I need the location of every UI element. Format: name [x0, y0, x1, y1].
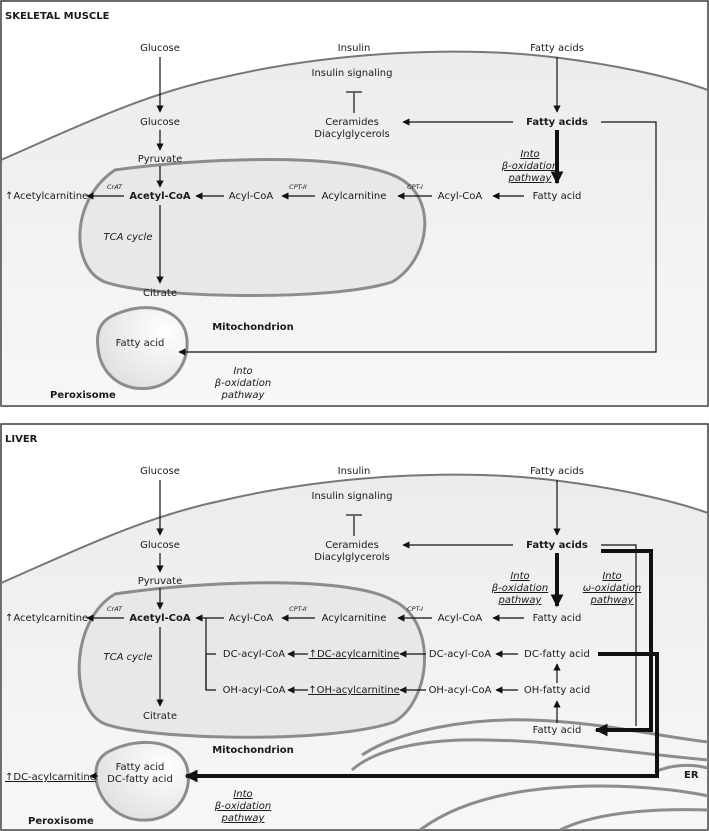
pyruvate-label: Pyruvate [138, 576, 183, 587]
cpt1-label: CPT-I [407, 183, 423, 191]
insulin-label: Insulin [338, 466, 371, 477]
panel-title: LIVER [5, 434, 38, 445]
acetyl-coa-label: Acetyl-CoA [129, 191, 191, 202]
into-beta-line1: Into [510, 571, 529, 582]
pyruvate-label: Pyruvate [138, 154, 183, 165]
perox-into-line3: pathway [221, 813, 266, 824]
glucose-top-label: Glucose [140, 466, 180, 477]
perox-into-line1: Into [233, 789, 252, 800]
into-omega-line3: pathway [590, 595, 635, 606]
acetylcarnitine-label: ↑Acetylcarnitine [5, 613, 88, 624]
oh-acyl-coa-right-label: OH-acyl-CoA [429, 685, 492, 696]
fatty-acids-top-label: Fatty acids [530, 43, 584, 54]
crat-label: CrAT [107, 183, 123, 191]
into-beta-line2: β-oxidation [491, 583, 548, 594]
fatty-acid-label: Fatty acid [533, 613, 582, 624]
citrate-label: Citrate [143, 711, 177, 722]
glucose-top-label: Glucose [140, 43, 180, 54]
mitochondrion-label: Mitochondrion [212, 745, 294, 756]
ceramides-label: Ceramides [325, 117, 379, 128]
peroxisome-fatty-acid-label: Fatty acid [116, 338, 165, 349]
skeletal-muscle-panel: SKELETAL MUSCLE Glucose Insulin Fatty ac… [0, 0, 709, 407]
mitochondrion-label: Mitochondrion [212, 322, 294, 333]
into-beta-line2: β-oxidation [501, 161, 558, 172]
perox-into-line2: β-oxidation [214, 378, 271, 389]
perox-into-line1: Into [233, 366, 252, 377]
peroxisome-dc-fatty-acid-label: DC-fatty acid [107, 774, 173, 785]
insulin-signaling-label: Insulin signaling [312, 491, 393, 502]
dc-acyl-coa-right-label: DC-acyl-CoA [429, 649, 491, 660]
into-beta-line3: pathway [508, 173, 553, 184]
thin-path-to-er [601, 544, 637, 726]
insulin-signaling-label: Insulin signaling [312, 68, 393, 79]
peroxisome-shape [96, 306, 189, 390]
er-fatty-acid-label: Fatty acid [533, 725, 582, 736]
mitochondrion-shape [77, 581, 426, 739]
dc-acyl-coa-left-label: DC-acyl-CoA [223, 649, 285, 660]
peroxisome-label: Peroxisome [28, 816, 94, 827]
oh-acylcarnitine-label: ↑OH-acylcarnitine [308, 685, 400, 696]
cpt2-label: CPT-II [289, 605, 307, 613]
ceramides-label: Ceramides [325, 540, 379, 551]
mitochondrion-shape [78, 158, 427, 297]
diacylglycerols-label: Diacylglycerols [314, 552, 390, 563]
cpt2-label: CPT-II [289, 183, 307, 191]
acyl-coa-2-label: Acyl-CoA [438, 613, 483, 624]
fatty-acid-label: Fatty acid [533, 191, 582, 202]
diacylglycerols-label: Diacylglycerols [314, 129, 390, 140]
acylcarnitine-label: Acylcarnitine [322, 191, 387, 202]
peroxisome-fatty-acid-label: Fatty acid [116, 762, 165, 773]
perox-into-line3: pathway [221, 390, 266, 401]
arrow-dcfa-to-peroxisome-thick [184, 652, 659, 783]
perox-into-line2: β-oxidation [214, 801, 271, 812]
fatty-acids-bold-label: Fatty acids [526, 117, 588, 128]
er-label: ER [684, 770, 699, 781]
into-beta-line1: Into [520, 149, 539, 160]
tca-cycle-label: TCA cycle [104, 232, 153, 243]
peroxisome-shape [94, 740, 190, 822]
acetyl-coa-label: Acetyl-CoA [129, 613, 191, 624]
citrate-label: Citrate [143, 288, 177, 299]
tca-cycle-label: TCA cycle [104, 652, 153, 663]
acyl-coa-1-label: Acyl-CoA [229, 613, 274, 624]
fatty-acids-top-label: Fatty acids [530, 466, 584, 477]
oh-fatty-acid-label: OH-fatty acid [524, 685, 590, 696]
arrow-to-peroxisome [178, 121, 657, 356]
oh-acyl-coa-left-label: OH-acyl-CoA [223, 685, 286, 696]
dc-fatty-acid-label: DC-fatty acid [524, 649, 590, 660]
arrow-omega-oxidation-thick [594, 549, 653, 737]
panel-title: SKELETAL MUSCLE [5, 11, 110, 22]
glucose-label: Glucose [140, 540, 180, 551]
dc-acylcarnitine-out-label: ↑DC-acylcarnitine [5, 772, 96, 783]
fatty-acids-bold-label: Fatty acids [526, 540, 588, 551]
into-omega-line2: ω-oxidation [583, 583, 641, 594]
acetylcarnitine-label: ↑Acetylcarnitine [5, 191, 88, 202]
crat-label: CrAT [107, 605, 123, 613]
into-omega-line1: Into [602, 571, 621, 582]
dc-acylcarnitine-label: ↑DC-acylcarnitine [309, 649, 400, 660]
liver-panel: LIVER Glucose Insulin Fatty acids Insuli… [0, 423, 709, 831]
acylcarnitine-label: Acylcarnitine [322, 613, 387, 624]
acyl-coa-2-label: Acyl-CoA [438, 191, 483, 202]
into-beta-line3: pathway [498, 595, 543, 606]
glucose-label: Glucose [140, 117, 180, 128]
peroxisome-label: Peroxisome [50, 390, 116, 401]
acyl-coa-1-label: Acyl-CoA [229, 191, 274, 202]
cpt1-label: CPT-I [407, 605, 423, 613]
insulin-label: Insulin [338, 43, 371, 54]
